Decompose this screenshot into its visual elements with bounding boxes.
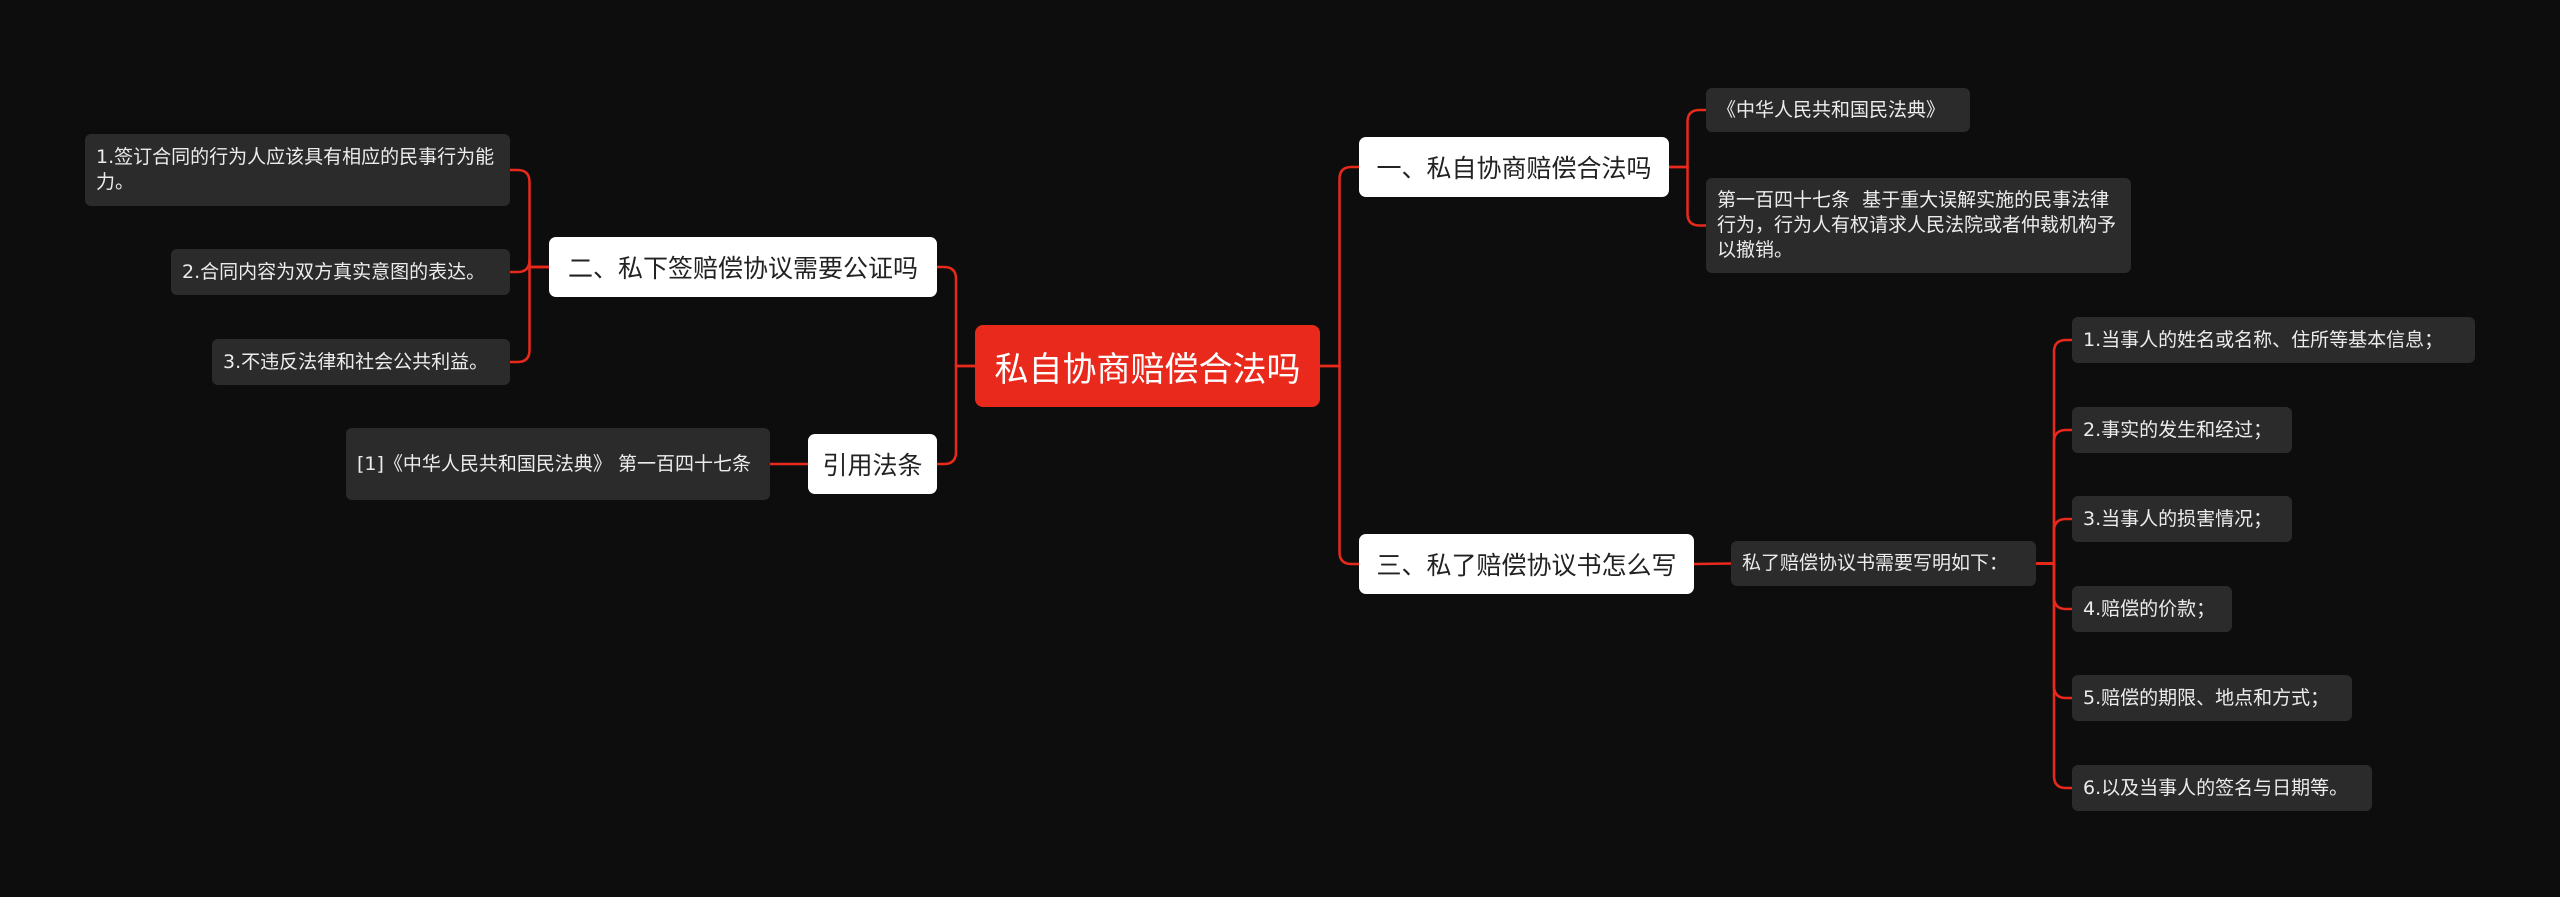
- leaf-requirement-1[interactable]: 1.当事人的姓名或名称、住所等基本信息；: [2072, 317, 2475, 363]
- root-topic[interactable]: 私自协商赔偿合法吗: [975, 325, 1320, 407]
- notarization-edge-2: [510, 265, 549, 364]
- root-left-edge-0: [937, 265, 975, 368]
- notarization-connectors: [510, 168, 549, 364]
- root-right-connectors: [1320, 165, 1359, 566]
- requirements-edge-1: [2036, 428, 2072, 565]
- how-to-write-edge-0: [1693, 562, 1732, 566]
- root-left-edge-1: [937, 364, 975, 466]
- leaf-true-intent[interactable]: 2.合同内容为双方真实意图的表达。: [171, 249, 510, 295]
- requirements-edge-0: [2036, 338, 2072, 565]
- leaf-requirement-2[interactable]: 2.事实的发生和经过；: [2072, 407, 2292, 453]
- leaf-article-147[interactable]: 第一百四十七条 基于重大误解实施的民事法律行为，行为人有权请求人民法院或者仲裁机…: [1706, 178, 2131, 273]
- leaf-public-interest[interactable]: 3.不违反法律和社会公共利益。: [212, 339, 510, 385]
- branch-legality[interactable]: 一、私自协商赔偿合法吗: [1359, 137, 1669, 197]
- notarization-edge-0: [510, 168, 549, 269]
- root-left-connectors: [937, 265, 975, 466]
- leaf-requirement-6[interactable]: 6.以及当事人的签名与日期等。: [2072, 765, 2372, 811]
- requirements-edge-5: [2036, 562, 2072, 790]
- branch-how-to-write[interactable]: 三、私了赔偿协议书怎么写: [1359, 534, 1694, 594]
- leaf-capacity[interactable]: 1.签订合同的行为人应该具有相应的民事行为能力。: [85, 134, 510, 206]
- requirements-edge-2: [2036, 517, 2072, 565]
- leaf-cited-article[interactable]: [1]《中华人民共和国民法典》 第一百四十七条: [346, 428, 770, 500]
- root-right-edge-1: [1320, 364, 1359, 566]
- how-to-write-connectors: [1693, 562, 1732, 566]
- legality-edge-1: [1669, 165, 1706, 227]
- leaf-requirement-3[interactable]: 3.当事人的损害情况；: [2072, 496, 2292, 542]
- leaf-requirement-5[interactable]: 5.赔偿的期限、地点和方式；: [2072, 675, 2352, 721]
- requirements-connectors: [2036, 338, 2072, 790]
- legality-edge-0: [1669, 108, 1706, 169]
- leaf-requirement-4[interactable]: 4.赔偿的价款；: [2072, 586, 2232, 632]
- legality-connectors: [1669, 108, 1706, 227]
- leaf-agreement-requirements[interactable]: 私了赔偿协议书需要写明如下：: [1731, 541, 2036, 586]
- leaf-civil-code-title[interactable]: 《中华人民共和国民法典》: [1706, 88, 1970, 132]
- branch-notarization[interactable]: 二、私下签赔偿协议需要公证吗: [549, 237, 937, 297]
- notarization-edge-1: [510, 259, 549, 274]
- root-right-edge-0: [1320, 165, 1359, 368]
- branch-cited-law[interactable]: 引用法条: [808, 434, 937, 494]
